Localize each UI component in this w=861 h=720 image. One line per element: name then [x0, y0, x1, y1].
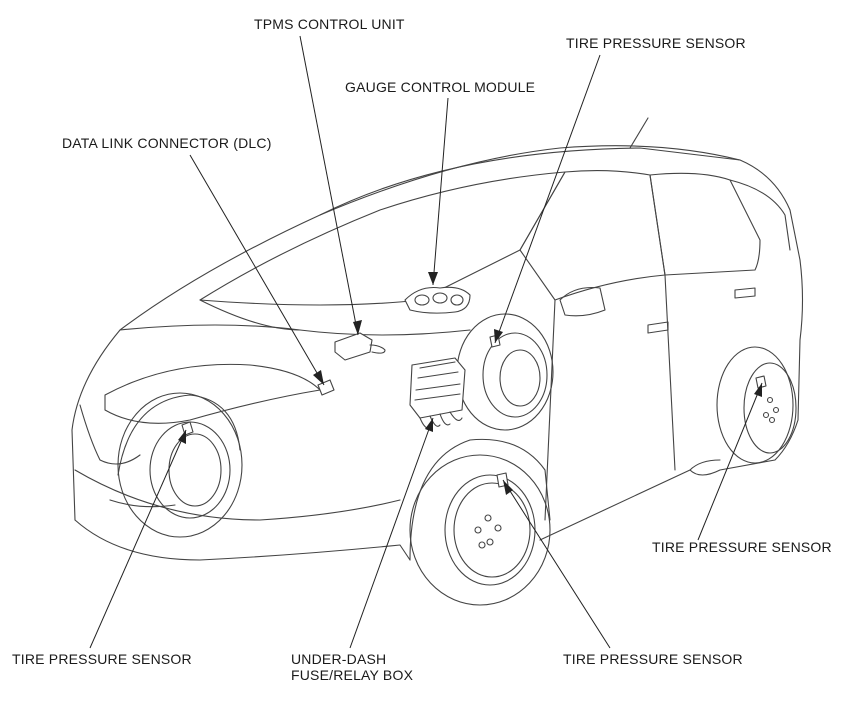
fog-light	[109, 499, 176, 508]
rear-left-rim	[444, 474, 536, 586]
arrow-tps-bottom	[503, 480, 513, 495]
front-window	[519, 170, 666, 301]
front-left-tire	[117, 392, 243, 538]
car-roof-line	[319, 147, 741, 216]
front-left-wheel-arch	[117, 394, 241, 476]
car-side-lower	[539, 459, 721, 541]
windshield	[199, 171, 566, 306]
data-link-connector	[317, 379, 335, 396]
door-handle-rear	[734, 287, 756, 299]
arrow-tpms-unit	[353, 320, 362, 335]
rear-window	[649, 172, 761, 276]
rear-right-rim	[743, 362, 797, 454]
arrow-underdash	[425, 418, 433, 432]
leader-gauge	[432, 97, 449, 286]
car-body-outline	[71, 145, 804, 521]
under-dash-label-line1: UNDER-DASH	[291, 651, 387, 667]
tpms-control-unit	[334, 332, 373, 361]
arrow-gauge	[428, 272, 438, 285]
tire-pressure-sensor-right-label: TIRE PRESSURE SENSOR	[652, 539, 832, 555]
tire-pressure-sensor-top-right-label: TIRE PRESSURE SENSOR	[566, 35, 746, 51]
rear-left-tire	[409, 454, 551, 606]
tpms-control-unit-label: TPMS CONTROL UNIT	[254, 16, 405, 32]
arrow-tps-left	[178, 430, 186, 444]
car-front-lower	[74, 519, 411, 561]
door-handle	[647, 321, 669, 334]
gauge-control-module-label: GAUGE CONTROL MODULE	[345, 79, 536, 95]
fuse-box-wires	[419, 411, 463, 429]
leader-tps-bottom	[502, 479, 611, 649]
leader-tpms-unit	[299, 35, 359, 336]
under-dash-fuse-relay-box-label: UNDER-DASH FUSE/RELAY BOX	[291, 651, 413, 683]
data-link-connector-label: DATA LINK CONNECTOR (DLC)	[62, 135, 272, 151]
door-line-mid	[664, 274, 676, 471]
under-dash-fuse-box	[409, 357, 466, 419]
tire-pressure-sensor-left-label: TIRE PRESSURE SENSOR	[12, 651, 192, 667]
rear-right-tire	[716, 346, 794, 464]
under-dash-label-line2: FUSE/RELAY BOX	[291, 667, 414, 683]
grille	[79, 404, 141, 465]
arrow-dlc	[313, 370, 324, 385]
headlight	[104, 363, 321, 424]
leader-dlc	[189, 154, 325, 386]
rear-left-wheel-arch	[409, 438, 551, 561]
leader-tps-left	[89, 429, 187, 649]
front-left-rim	[149, 421, 231, 519]
antenna	[629, 117, 649, 149]
leader-tps-right	[697, 382, 763, 541]
tire-sensor-rear-right	[755, 375, 767, 389]
gauge-control-module	[404, 286, 471, 314]
leader-underdash	[349, 417, 434, 649]
mirror	[559, 286, 606, 317]
arrow-tps-right	[754, 383, 762, 397]
leader-tps-top-right	[494, 54, 601, 344]
tire-pressure-sensor-bottom-label: TIRE PRESSURE SENSOR	[563, 651, 743, 667]
front-right-tire	[456, 313, 554, 431]
rear-quarter	[729, 179, 791, 251]
arrow-tps-top-right	[494, 329, 503, 343]
